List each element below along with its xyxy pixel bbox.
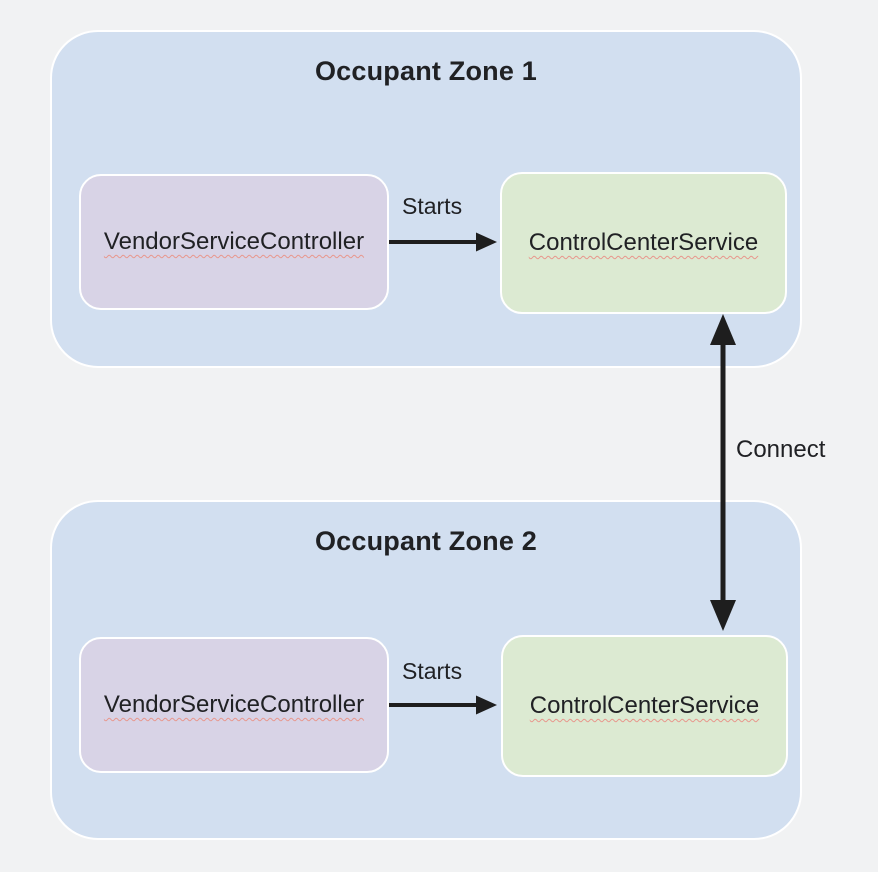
node-control-center-service: ControlCenterService — [500, 172, 787, 314]
connect-label: Connect — [736, 436, 826, 463]
node-control-center-service: ControlCenterService — [501, 635, 788, 777]
zone-occupant-1: Occupant Zone 1 VendorServiceController … — [50, 30, 802, 368]
starts-label: Starts — [402, 658, 463, 684]
node-label: VendorServiceController — [103, 228, 365, 255]
zone-title: Occupant Zone 2 — [314, 526, 538, 556]
node-label: VendorServiceController — [103, 691, 365, 718]
node-label: ControlCenterService — [528, 229, 759, 256]
node-label: ControlCenterService — [529, 692, 760, 719]
zone-occupant-2: Occupant Zone 2 VendorServiceController … — [50, 500, 802, 840]
zone-title: Occupant Zone 1 — [314, 56, 538, 86]
node-vendor-service-controller: VendorServiceController — [79, 174, 389, 310]
starts-label: Starts — [402, 193, 463, 219]
node-vendor-service-controller: VendorServiceController — [79, 637, 389, 773]
